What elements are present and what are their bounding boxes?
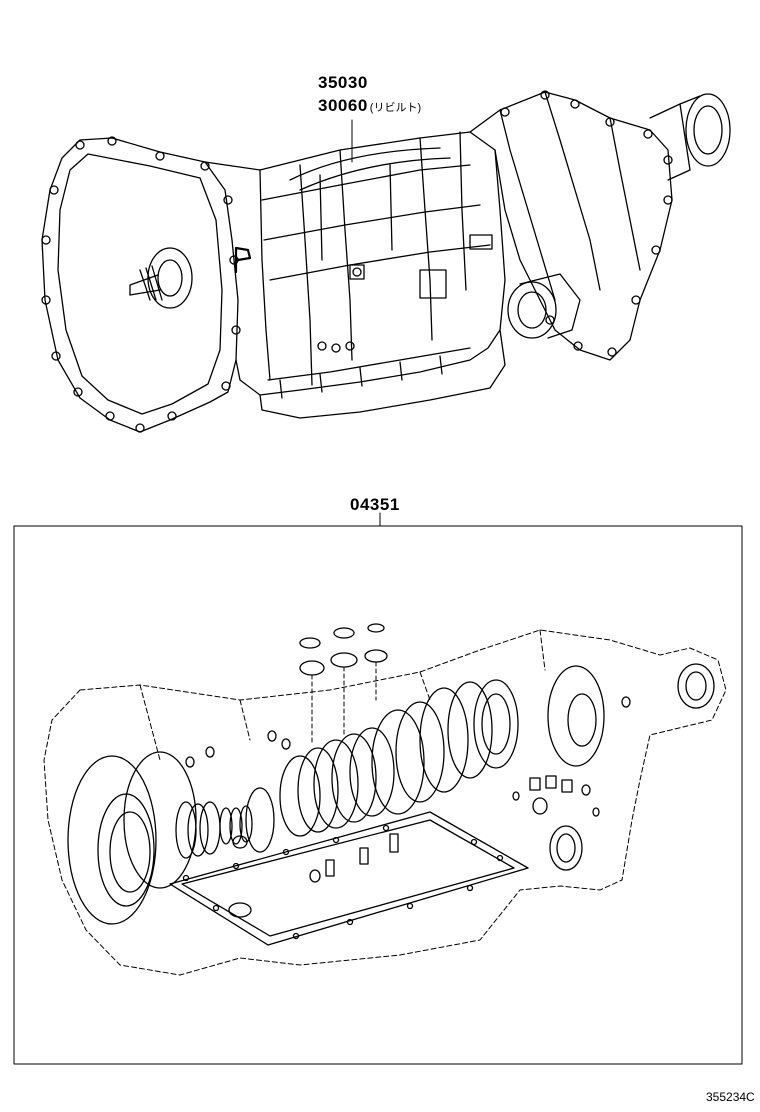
overhaul-kit-drawing[interactable] [44,624,726,975]
transfer-case [470,92,672,360]
part-number-rebuilt-code[interactable]: 30060 [318,96,368,115]
front-gasket [68,756,156,924]
pan-gasket [170,812,528,945]
part-number-assembly[interactable]: 35030 [318,73,368,92]
rear-gasket [548,666,604,766]
diagram-reference: 355234C [706,1090,755,1104]
bell-housing [42,138,238,432]
case-outline-dashed [44,630,726,975]
oil-pan [260,330,505,418]
part-number-assembly-rebuilt[interactable]: 30060(リビルト) [318,97,421,114]
transmission-assembly-drawing[interactable] [42,91,730,432]
extension-seal [678,664,714,708]
kit-frame [14,526,742,1064]
part-number-kit[interactable]: 04351 [350,495,400,514]
rebuilt-note: (リビルト) [369,102,422,114]
